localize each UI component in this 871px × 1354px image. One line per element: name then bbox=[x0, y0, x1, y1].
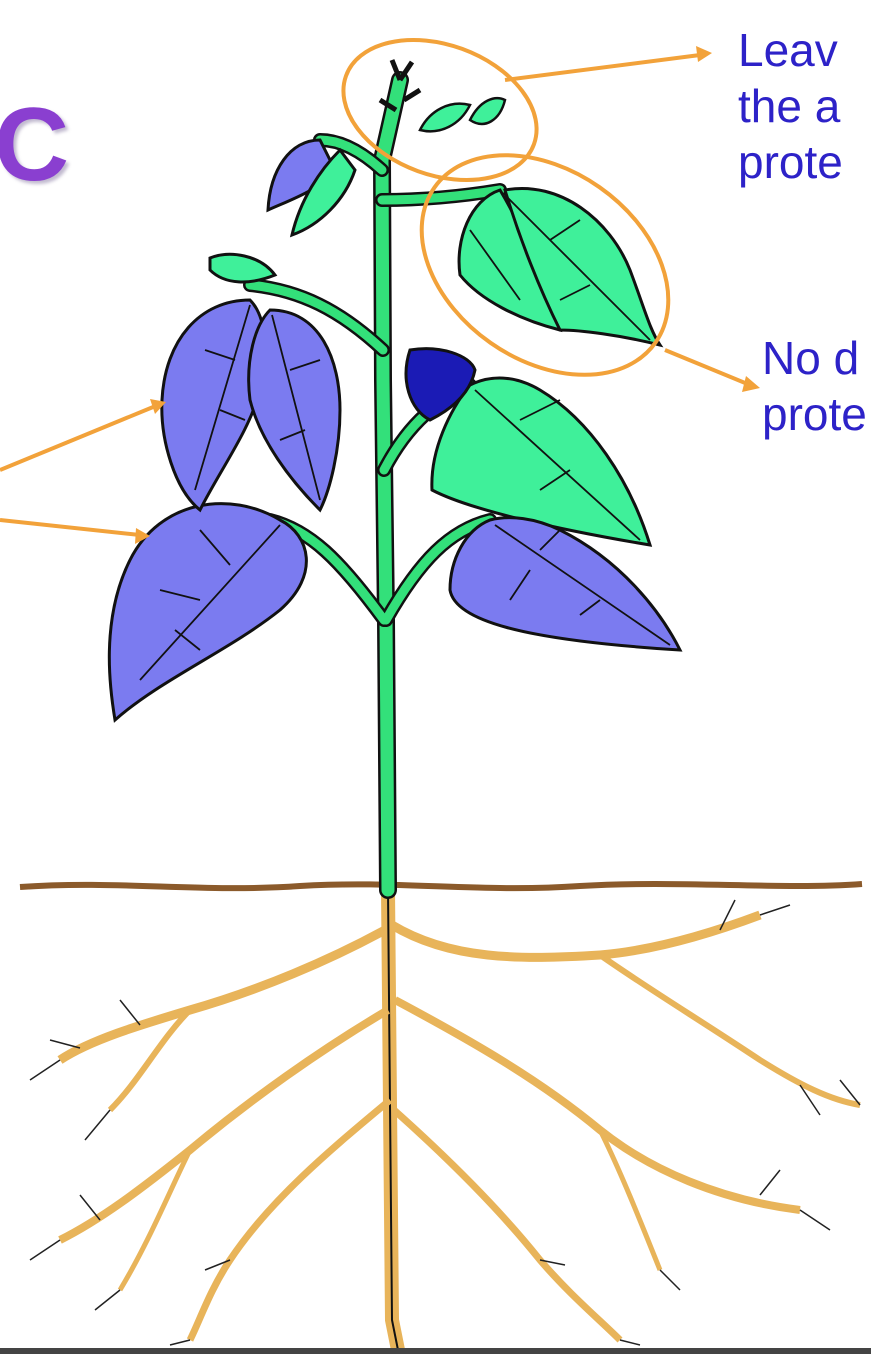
label-line: prote bbox=[738, 136, 843, 188]
arrow-head-mid bbox=[742, 376, 760, 392]
label-line: prote bbox=[762, 388, 867, 440]
leaf-upper-left-a bbox=[162, 300, 265, 510]
label-line: the a bbox=[738, 80, 840, 132]
label-leaves-apex: Leav the a prote bbox=[738, 22, 843, 190]
bottom-border bbox=[0, 1348, 871, 1354]
label-line: No d bbox=[762, 332, 859, 384]
label-no-protection: No d prote bbox=[762, 330, 867, 442]
root-hairs bbox=[30, 900, 860, 1345]
soil-line bbox=[20, 884, 862, 888]
title-fragment: C bbox=[0, 86, 69, 205]
leaf-node-green bbox=[210, 254, 275, 282]
leaf-upper-left-b bbox=[249, 310, 340, 510]
label-line: Leav bbox=[738, 24, 838, 76]
root-system bbox=[60, 890, 860, 1350]
arrow-head-top bbox=[696, 46, 712, 62]
